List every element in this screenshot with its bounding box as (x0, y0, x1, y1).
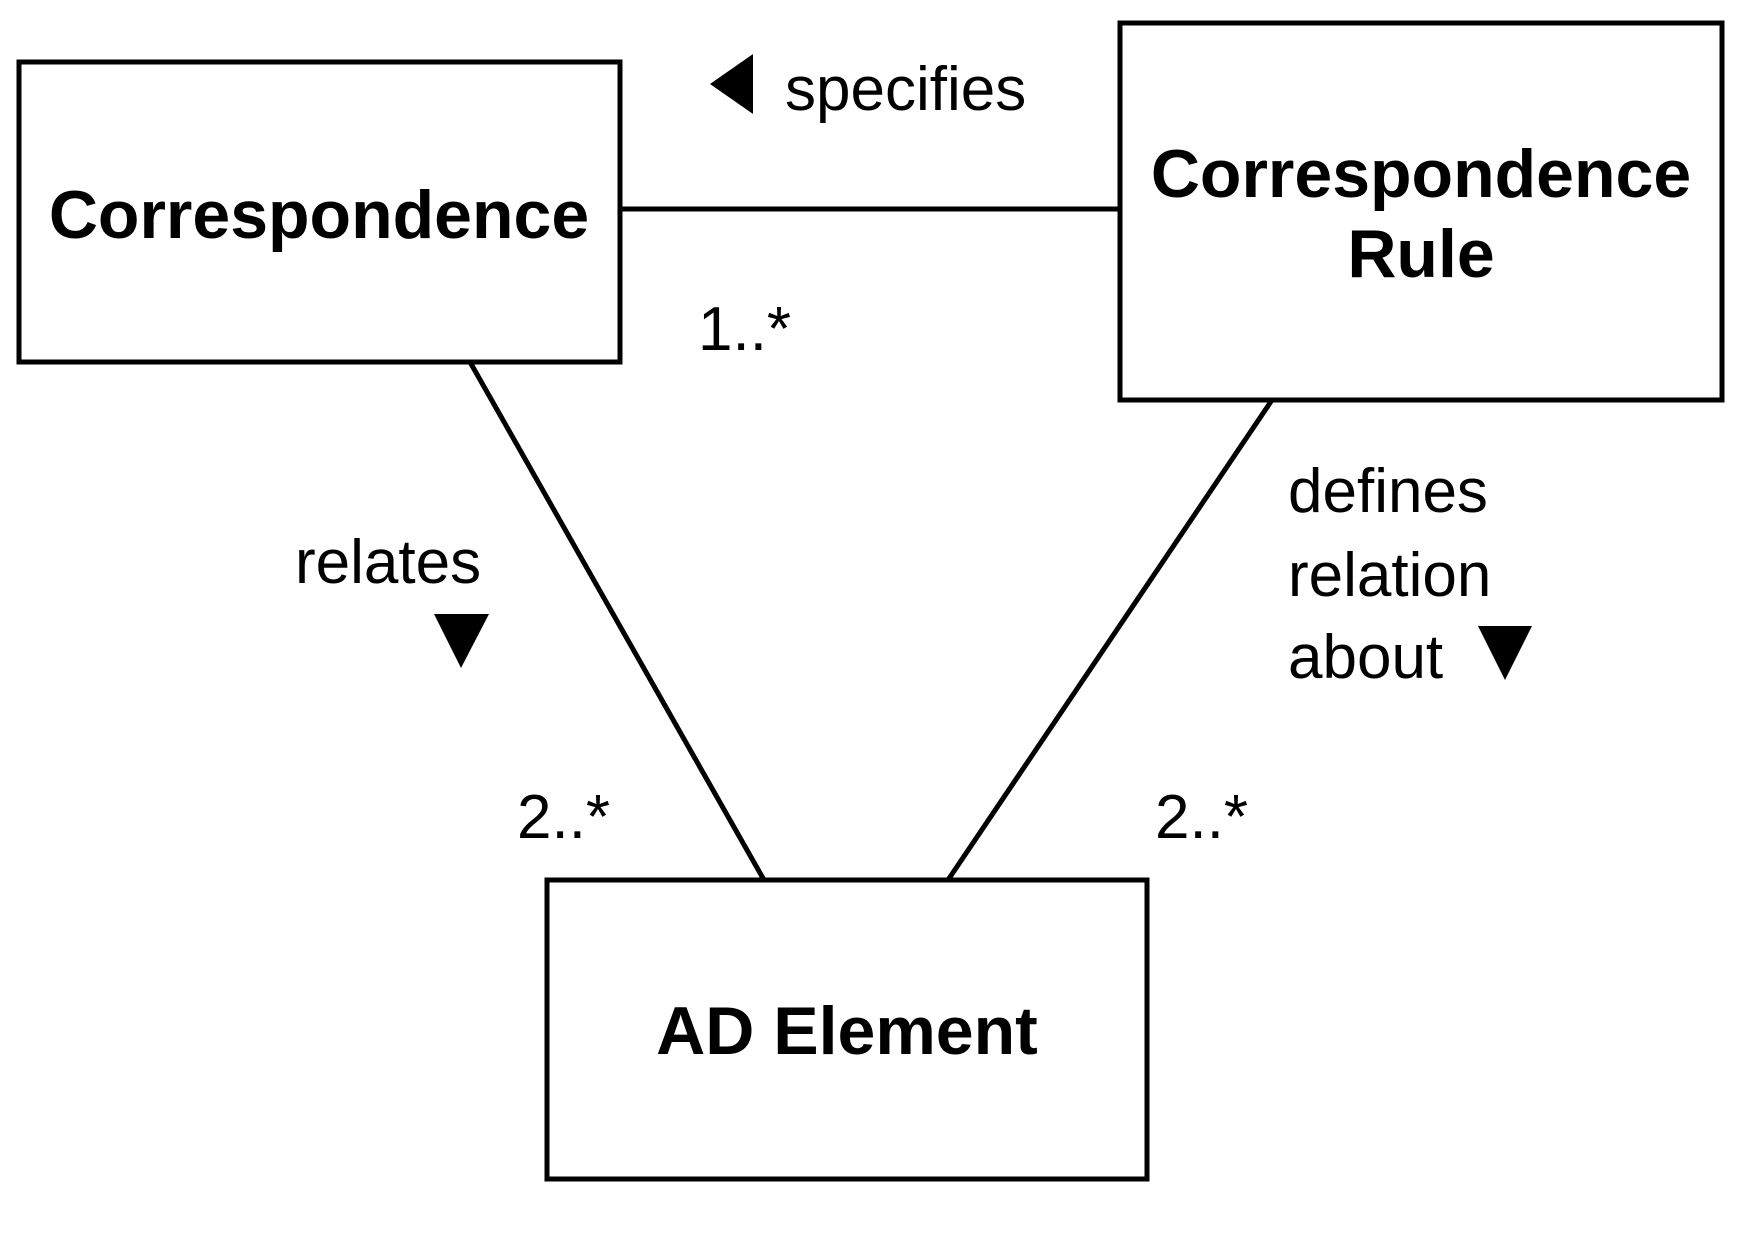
multiplicity-defines-relation-about: 2..* (1155, 783, 1248, 852)
class-correspondence-rule-box (1117, 20, 1725, 403)
class-correspondence-rule-name-line2: Rule (1347, 216, 1494, 292)
association-label-about: about (1288, 623, 1443, 692)
association-label-defines: defines (1288, 457, 1488, 526)
class-correspondence-box (16, 59, 623, 365)
class-correspondence[interactable]: Correspondence (16, 59, 623, 365)
class-ad-element[interactable]: AD Element (544, 877, 1150, 1182)
class-ad-element-box (544, 877, 1150, 1182)
class-correspondence-rule-name-line1: Correspondence (1151, 136, 1691, 212)
class-ad-element-name: AD Element (656, 993, 1038, 1069)
association-line-relates (467, 360, 767, 882)
association-line-defines-relation-about (945, 398, 1275, 882)
down-triangle-arrow-icon (434, 614, 489, 668)
multiplicity-specifies: 1..* (698, 295, 791, 364)
association-label-relates: relates (295, 528, 481, 597)
left-triangle-arrow-icon (710, 54, 753, 114)
association-label-relation: relation (1288, 541, 1491, 610)
multiplicity-relates: 2..* (517, 783, 610, 852)
class-correspondence-rule[interactable]: Correspondence Rule (1117, 20, 1725, 403)
class-correspondence-name: Correspondence (49, 177, 589, 253)
association-label-specifies: specifies (785, 55, 1026, 124)
down-triangle-arrow-icon (1478, 626, 1532, 680)
